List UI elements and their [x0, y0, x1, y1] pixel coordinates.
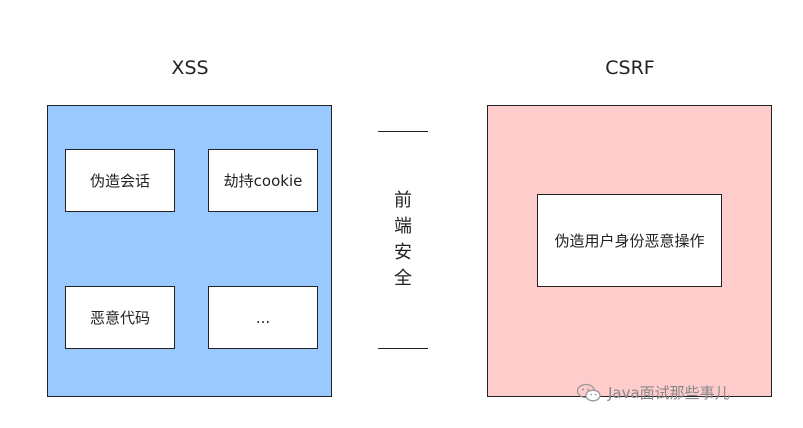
center-label-char: 全: [394, 268, 412, 289]
wechat-icon: [576, 383, 601, 401]
xss-box-hijack-cookie: 劫持cookie: [208, 149, 318, 212]
xss-box-ellipsis: ...: [208, 286, 318, 349]
frontend-security-label: 前 端 安 全: [388, 188, 418, 292]
xss-title: XSS: [171, 57, 209, 79]
xss-box-forge-session: 伪造会话: [65, 149, 175, 212]
center-label-char: 前: [394, 190, 412, 211]
center-label-char: 端: [394, 216, 412, 237]
divider-bottom: [378, 348, 428, 349]
watermark-text: Java面试那些事儿: [608, 384, 730, 402]
csrf-title: CSRF: [605, 57, 655, 79]
watermark: Java面试那些事儿: [576, 382, 730, 403]
xss-box-malicious-code: 恶意代码: [65, 286, 175, 349]
center-label-char: 安: [394, 242, 412, 263]
csrf-box-forge-identity: 伪造用户身份恶意操作: [537, 194, 722, 287]
divider-top: [378, 131, 428, 132]
